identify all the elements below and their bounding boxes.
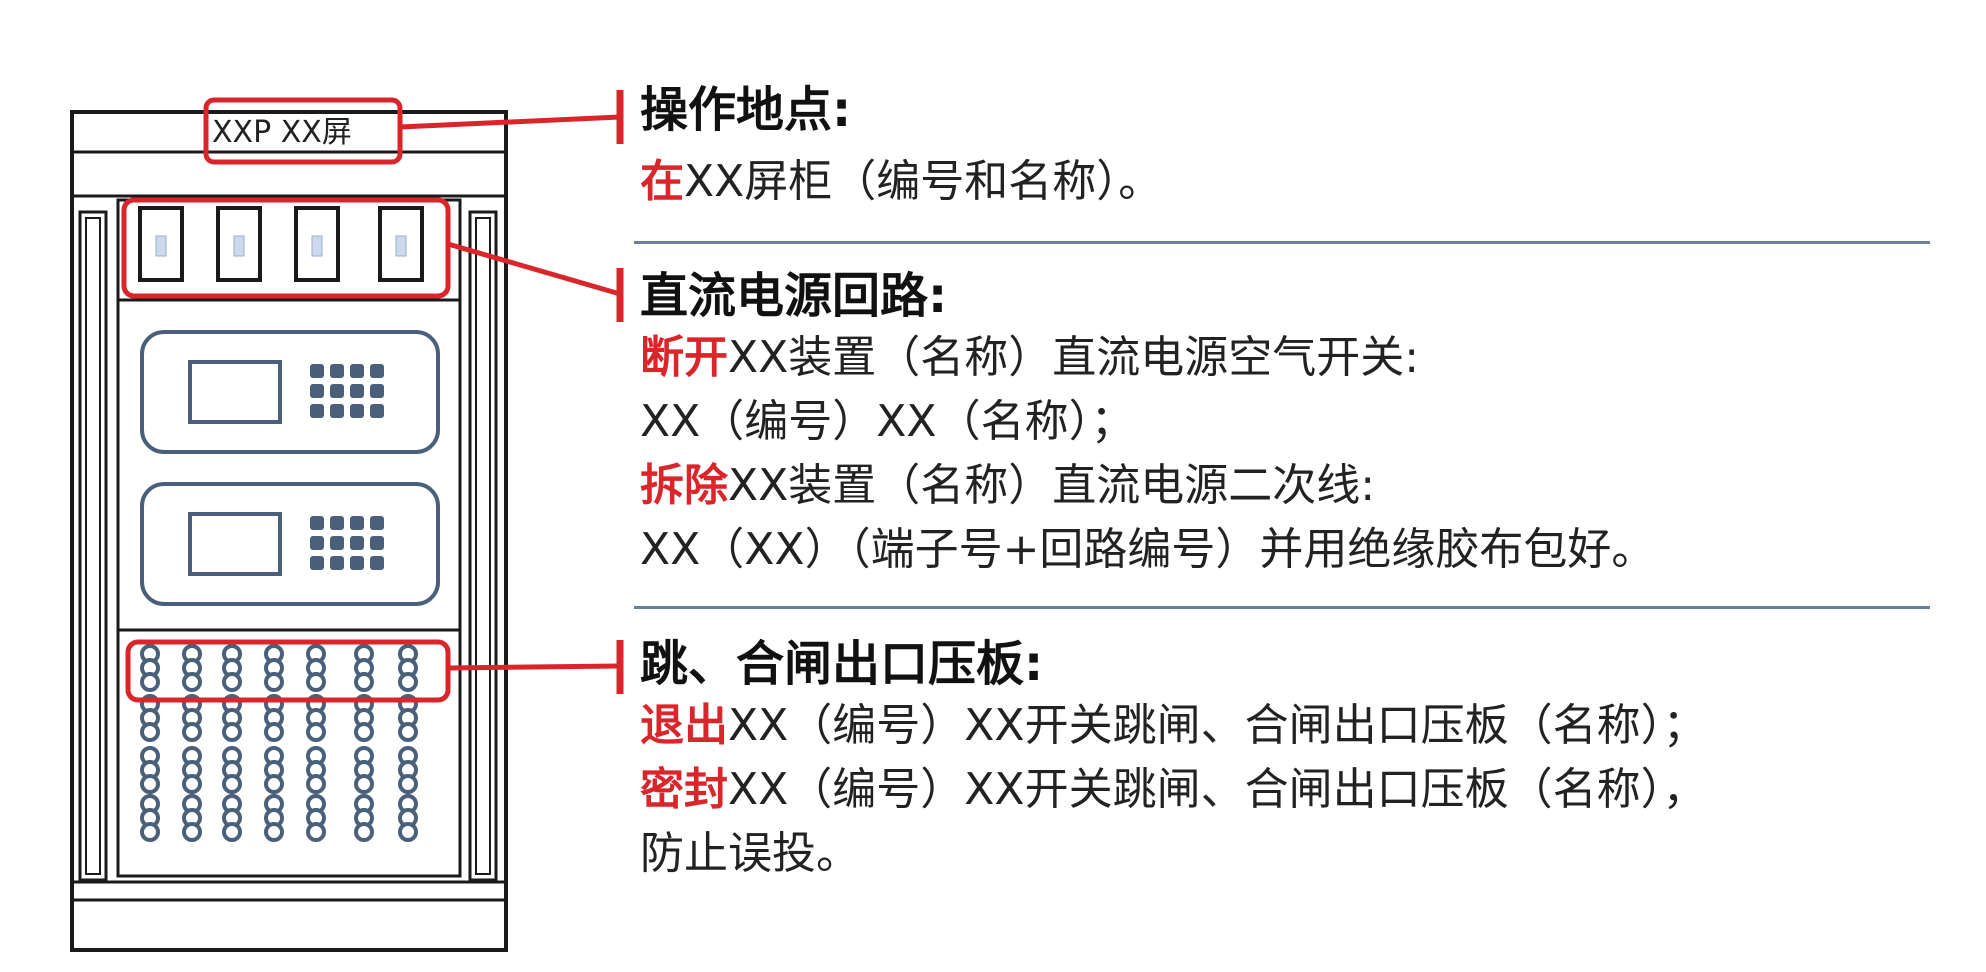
left-rail-inner (85, 217, 101, 875)
section-title: 操作地点: (640, 82, 852, 138)
action-keyword: 拆除 (640, 460, 728, 511)
section-divider (634, 241, 1930, 244)
pressure-plate-icon (398, 794, 418, 842)
leader-line (447, 663, 621, 671)
instruction-line: 在XX屏柜（编号和名称）。 (640, 150, 1940, 214)
breaker-handle-icon (233, 235, 245, 257)
device-body (140, 482, 440, 606)
pressure-plate-icon (354, 694, 374, 742)
breaker-handle-icon (155, 235, 167, 257)
pressure-plate-grid (140, 644, 418, 842)
section-trip-close-plates: 跳、合闸出口压板: 退出XX（编号）XX开关跳闸、合闸出口压板（名称）； 密封X… (640, 634, 1940, 886)
pressure-plate-icon (140, 694, 160, 742)
protection-device (140, 482, 440, 606)
instruction-line: XX（XX）（端子号+回路编号）并用绝缘胶布包好。 (640, 518, 1940, 582)
instruction-line: XX（编号）XX（名称）； (640, 390, 1940, 454)
instruction-text: XX（编号）XX（名称）； (640, 396, 1135, 447)
section-dc-power: 直流电源回路: 断开XX装置（名称）直流电源空气开关: XX（编号）XX（名称）… (640, 266, 1940, 582)
section-title: 跳、合闸出口压板: (640, 636, 1044, 692)
instruction-text: XX（编号）XX开关跳闸、合闸出口压板（名称）， (728, 764, 1707, 815)
instruction-line: 退出XX（编号）XX开关跳闸、合闸出口压板（名称）； (640, 694, 1940, 758)
section-divider (634, 606, 1930, 609)
pressure-plate-icon (354, 794, 374, 842)
device-screen (188, 512, 282, 576)
instruction-text: 防止误投。 (640, 828, 860, 879)
pressure-plate-icon (222, 746, 242, 794)
instruction-text: XX装置（名称）直流电源二次线: (728, 460, 1376, 511)
pressure-plate-icon (398, 694, 418, 742)
pressure-plate-icon (306, 746, 326, 794)
device-keypad-icon (310, 516, 384, 570)
action-keyword: 退出 (640, 700, 728, 751)
pressure-plate-icon (222, 794, 242, 842)
leader-line (447, 241, 621, 297)
label-highlight-box (203, 97, 403, 165)
pressure-plate-icon (140, 644, 160, 692)
device-keypad-icon (310, 364, 384, 418)
instruction-line: 防止误投。 (640, 822, 1940, 886)
pressure-plate-icon (398, 644, 418, 692)
pressure-plate-icon (306, 644, 326, 692)
instruction-line: 拆除XX装置（名称）直流电源二次线: (640, 454, 1940, 518)
pressure-plate-icon (140, 794, 160, 842)
pressure-plate-icon (398, 746, 418, 794)
instruction-text: XX屏柜（编号和名称）。 (684, 156, 1163, 207)
device-screen (188, 360, 282, 424)
pressure-plate-icon (182, 794, 202, 842)
pressure-plate-icon (306, 794, 326, 842)
plate-highlight-box (125, 639, 451, 703)
leader-line (399, 114, 621, 130)
action-keyword: 密封 (640, 764, 728, 815)
action-keyword: 在 (640, 156, 684, 207)
section-location: 操作地点: 在XX屏柜（编号和名称）。 (640, 80, 1940, 214)
pressure-plate-icon (264, 644, 284, 692)
pressure-plate-icon (182, 644, 202, 692)
right-rail (468, 210, 498, 882)
breaker-handle-icon (311, 235, 323, 257)
instruction-text: XX（XX）（端子号+回路编号）并用绝缘胶布包好。 (640, 524, 1656, 575)
device-body (140, 330, 440, 454)
pressure-plate-icon (264, 746, 284, 794)
pressure-plate-icon (354, 644, 374, 692)
pressure-plate-icon (182, 746, 202, 794)
instruction-text: XX（编号）XX开关跳闸、合闸出口压板（名称）； (728, 700, 1707, 751)
instruction-line: 断开XX装置（名称）直流电源空气开关: (640, 326, 1940, 390)
pressure-plate-icon (222, 694, 242, 742)
breaker-row (138, 206, 424, 282)
pressure-plate-icon (264, 694, 284, 742)
breaker-handle-icon (395, 235, 407, 257)
cabinet-label: XXP XX屏 (212, 115, 352, 150)
left-rail (78, 210, 108, 882)
right-rail-inner (475, 217, 491, 875)
protection-device (140, 330, 440, 454)
pressure-plate-icon (140, 746, 160, 794)
instruction-line: 密封XX（编号）XX开关跳闸、合闸出口压板（名称）， (640, 758, 1940, 822)
instruction-text: XX装置（名称）直流电源空气开关: (728, 332, 1420, 383)
section-title: 直流电源回路: (640, 268, 948, 324)
pressure-plate-icon (182, 694, 202, 742)
pressure-plate-icon (222, 644, 242, 692)
pressure-plate-icon (264, 794, 284, 842)
pressure-plate-icon (306, 694, 326, 742)
action-keyword: 断开 (640, 332, 728, 383)
breaker-highlight-box (121, 197, 451, 299)
pressure-plate-icon (354, 746, 374, 794)
